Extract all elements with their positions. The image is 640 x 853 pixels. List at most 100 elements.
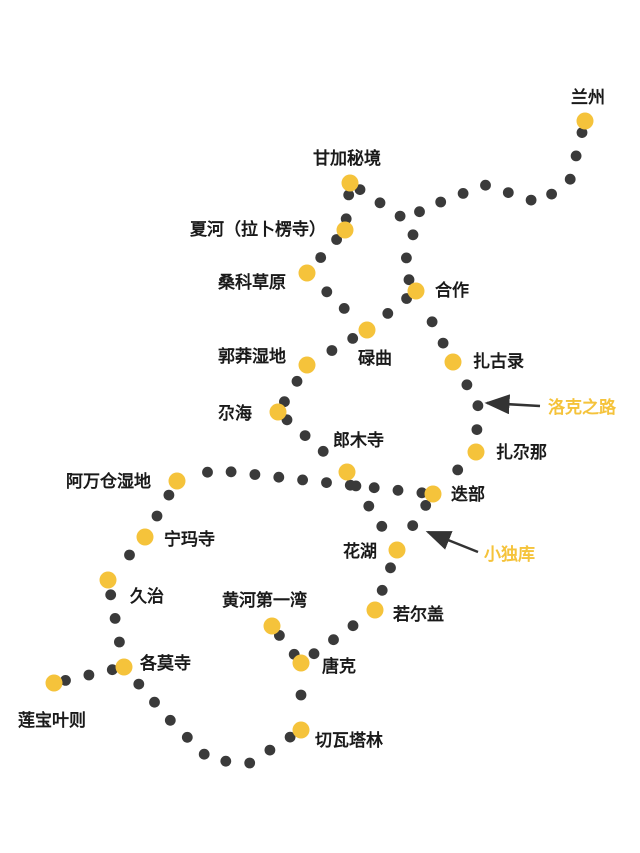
- route-dot: [570, 150, 582, 162]
- route-dot: [471, 424, 483, 435]
- route-dot: [407, 520, 419, 531]
- station-marker-zehai: [269, 403, 287, 421]
- label-diebu: 迭部: [451, 484, 485, 505]
- route-dot: [326, 345, 338, 356]
- route-dot: [461, 379, 473, 391]
- station-marker-gemo: [115, 658, 133, 676]
- route-dot: [394, 210, 406, 222]
- route-dot: [525, 194, 537, 206]
- station-marker-zhagana: [467, 443, 485, 461]
- label-huahu: 花湖: [343, 541, 377, 562]
- route-dot: [273, 471, 285, 483]
- route-dot: [368, 482, 380, 494]
- route-dot: [317, 445, 329, 457]
- route-dot: [225, 466, 237, 478]
- route-dot: [114, 636, 125, 648]
- label-zhagulu: 扎古录: [473, 351, 524, 372]
- route-dot: [198, 748, 210, 760]
- route-dot: [106, 664, 118, 676]
- route-dot: [426, 316, 438, 328]
- route-dot: [202, 466, 213, 478]
- station-marker-awancang: [168, 472, 186, 490]
- label-zehai: 尕海: [218, 403, 252, 424]
- route-dot: [264, 744, 276, 756]
- station-marker-xiahe: [336, 221, 354, 239]
- route-dot: [347, 333, 359, 344]
- label-huanghe: 黄河第一湾: [222, 590, 307, 611]
- route-dot: [83, 669, 95, 681]
- route-dot: [435, 196, 447, 208]
- route-dot: [297, 474, 308, 486]
- route-dot: [295, 689, 307, 701]
- station-marker-diebu: [424, 485, 442, 503]
- label-langmu: 郎木寺: [333, 430, 384, 451]
- route-dot: [340, 213, 352, 225]
- route-dot: [328, 634, 339, 646]
- route-dot: [109, 613, 121, 624]
- station-marker-zhagulu: [444, 353, 462, 371]
- route-dot: [546, 188, 557, 200]
- station-marker-huanghe: [263, 617, 281, 635]
- label-ningma: 宁玛寺: [164, 529, 215, 550]
- route-dot: [502, 187, 514, 199]
- route-dot: [315, 252, 327, 263]
- label-tangke: 唐克: [322, 656, 356, 677]
- station-marker-lianbao: [45, 674, 63, 692]
- route-dot: [291, 375, 303, 387]
- route-dot: [220, 755, 232, 767]
- route-dot: [284, 731, 296, 743]
- route-dot: [403, 274, 415, 286]
- label-qiewa: 切瓦塔林: [315, 730, 383, 751]
- route-dot: [321, 477, 332, 488]
- route-dot: [414, 206, 425, 218]
- route-dot: [321, 286, 333, 298]
- label-xiaoduku: 小独库: [484, 544, 535, 565]
- station-marker-ruoergai: [366, 601, 384, 619]
- route-dot: [392, 484, 404, 496]
- station-marker-hezuo: [407, 282, 425, 300]
- route-dot: [347, 620, 359, 632]
- route-dot: [338, 303, 350, 314]
- pointer-arrows: [425, 394, 541, 554]
- label-jiuzhi: 久治: [130, 586, 164, 607]
- station-marker-guomang: [298, 356, 316, 374]
- label-ruoergai: 若尔盖: [392, 604, 444, 625]
- station-marker-sangke: [298, 264, 316, 282]
- route-dot: [420, 500, 432, 511]
- route-dot: [376, 520, 388, 532]
- label-zhagana: 扎尕那: [496, 442, 547, 463]
- station-marker-lanzhou: [576, 112, 594, 130]
- label-ganjia: 甘加秘境: [313, 148, 381, 169]
- route-dot: [124, 549, 135, 561]
- route-dot: [374, 197, 386, 209]
- arrow-luoke: [484, 394, 541, 415]
- label-lianbao: 莲宝叶则: [18, 710, 86, 731]
- route-dot: [576, 127, 588, 138]
- route-dot: [308, 648, 320, 660]
- route-dot: [105, 589, 117, 601]
- route-dot: [343, 189, 355, 201]
- station-marker-huahu: [388, 541, 406, 559]
- route-dot: [416, 487, 428, 499]
- station-marker-luqu: [358, 321, 376, 339]
- label-xiahe: 夏河（拉卜楞寺）: [190, 219, 326, 240]
- route-dot: [385, 562, 396, 574]
- route-dot: [244, 757, 256, 769]
- route-dot: [437, 337, 449, 349]
- station-marker-jiuzhi: [99, 571, 117, 589]
- route-dot: [382, 308, 394, 319]
- route-dot: [164, 714, 176, 726]
- route-dot: [564, 173, 576, 185]
- label-awancang: 阿万仓湿地: [66, 471, 151, 492]
- route-dot: [60, 675, 71, 686]
- station-marker-ganjia: [341, 174, 359, 192]
- label-gemo: 各莫寺: [139, 653, 191, 674]
- station-marker-qiewa: [292, 721, 310, 739]
- arrow-xiaoduku: [425, 530, 479, 554]
- station-markers: [45, 112, 594, 739]
- label-luoke: 洛克之路: [548, 397, 617, 418]
- station-marker-ningma: [136, 528, 154, 546]
- route-dot: [133, 678, 145, 690]
- label-sangke: 桑科草原: [218, 272, 286, 293]
